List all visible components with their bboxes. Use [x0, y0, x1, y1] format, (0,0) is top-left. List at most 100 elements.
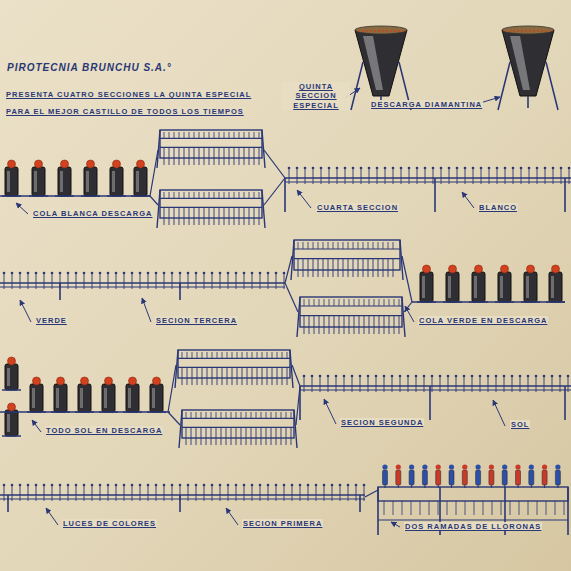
- rocket-tip: [382, 464, 387, 469]
- lance: [192, 352, 193, 358]
- tube-base: [55, 195, 74, 197]
- rail-tick: [276, 486, 277, 501]
- rocket-tip: [489, 464, 494, 469]
- rail-dot: [147, 484, 150, 487]
- spike: [244, 207, 245, 225]
- spike: [438, 501, 439, 515]
- spike: [304, 316, 305, 334]
- lance: [234, 192, 235, 198]
- spike: [564, 501, 565, 515]
- rail-tick: [44, 486, 45, 501]
- spike: [179, 207, 180, 225]
- rail-dot: [568, 167, 571, 170]
- rail-tick: [324, 486, 325, 501]
- frame-leg: [402, 297, 405, 337]
- spike: [363, 259, 364, 277]
- lance: [179, 192, 180, 198]
- lance: [174, 192, 175, 198]
- rail-dot: [3, 272, 6, 275]
- lance: [334, 299, 335, 306]
- frame-leg: [262, 130, 265, 168]
- spike: [456, 501, 457, 515]
- rail-dot: [511, 375, 514, 378]
- rail-tick: [236, 486, 237, 501]
- lance: [373, 242, 374, 249]
- rocket-stick: [518, 485, 519, 488]
- lance: [237, 352, 238, 358]
- rail-dot: [415, 375, 418, 378]
- rail-tick: [20, 274, 21, 289]
- mortar-tube: [498, 272, 511, 302]
- mortar-tube: [420, 272, 433, 302]
- lance: [247, 352, 248, 358]
- support-post: [284, 178, 286, 212]
- rail-tick: [100, 486, 101, 501]
- lance: [186, 412, 187, 418]
- spike: [303, 259, 304, 277]
- spike: [232, 367, 233, 385]
- rail-tick: [384, 377, 385, 392]
- rail-tick: [316, 486, 317, 501]
- lance: [259, 192, 260, 198]
- rail-dot: [99, 484, 102, 487]
- spike: [187, 367, 188, 385]
- rail-dot: [487, 375, 490, 378]
- rocket-tip: [436, 464, 441, 469]
- rail-tick: [220, 486, 221, 501]
- lance: [169, 132, 170, 138]
- rail-tick: [228, 274, 229, 289]
- rail: [0, 499, 365, 500]
- spike: [242, 367, 243, 385]
- rail-tick: [156, 274, 157, 289]
- tube-base: [443, 301, 462, 303]
- rail-tick: [520, 377, 521, 392]
- lance: [239, 192, 240, 198]
- rail-tick: [304, 377, 305, 392]
- rail-dot: [528, 167, 531, 170]
- rail-dot: [67, 484, 70, 487]
- lance: [244, 132, 245, 138]
- rail-dot: [376, 167, 379, 170]
- colored-rocket: [529, 470, 534, 485]
- spike: [537, 501, 538, 515]
- rail-tick: [345, 169, 346, 184]
- wire: [300, 305, 402, 306]
- wire: [160, 207, 262, 208]
- rail-dot: [267, 484, 270, 487]
- spike: [465, 501, 466, 515]
- rail-dot: [195, 272, 198, 275]
- rail-dot: [3, 484, 6, 487]
- rail: [0, 287, 285, 288]
- rail-dot: [471, 375, 474, 378]
- fuse-flame: [87, 160, 95, 168]
- lance: [281, 412, 282, 418]
- mortar-tube: [524, 272, 537, 302]
- rail-tick: [424, 377, 425, 392]
- spike: [492, 501, 493, 515]
- spike: [189, 147, 190, 165]
- support-post: [377, 487, 379, 535]
- spike: [334, 316, 335, 334]
- cone-charge: [390, 30, 392, 32]
- rail-dot: [243, 484, 246, 487]
- lance: [374, 299, 375, 306]
- tube-base: [99, 411, 118, 413]
- rail-tick: [473, 169, 474, 184]
- support-post: [564, 178, 566, 212]
- rocket-stick: [531, 485, 532, 488]
- lance: [393, 242, 394, 249]
- spike: [219, 207, 220, 225]
- spike: [344, 316, 345, 334]
- rail-dot: [243, 272, 246, 275]
- section-label: SECION SEGUNDA: [340, 418, 424, 427]
- lance: [201, 412, 202, 418]
- spike: [199, 207, 200, 225]
- lance: [169, 192, 170, 198]
- spike: [324, 316, 325, 334]
- rail-dot: [83, 272, 86, 275]
- spike: [266, 427, 267, 445]
- rail-dot: [75, 272, 78, 275]
- rail-dot: [147, 272, 150, 275]
- rail-tick: [569, 169, 570, 184]
- rail-dot: [275, 272, 278, 275]
